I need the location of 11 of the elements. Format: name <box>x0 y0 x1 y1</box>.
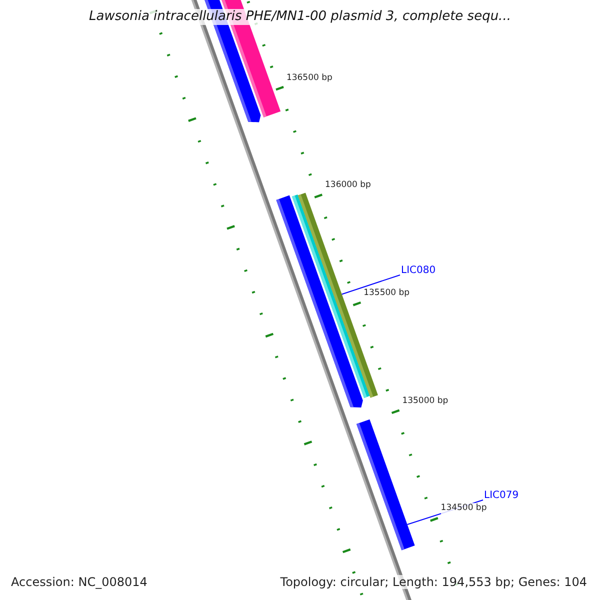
position-label: 135000 bp <box>402 396 448 406</box>
position-label: 136000 bp <box>325 180 371 190</box>
position-label: 136500 bp <box>286 72 332 83</box>
position-label: 134500 bp <box>440 503 487 514</box>
position-label: 135500 bp <box>364 288 410 298</box>
gene-label: LIC080 <box>401 265 436 277</box>
accession-label: Accession: NC_008014 <box>9 575 150 590</box>
leader-line <box>341 274 400 295</box>
topology-info: Topology: circular; Length: 194,553 bp; Genes: 104 <box>278 575 589 590</box>
gene-bar <box>356 419 415 550</box>
gene-label: LIC079 <box>484 490 519 502</box>
